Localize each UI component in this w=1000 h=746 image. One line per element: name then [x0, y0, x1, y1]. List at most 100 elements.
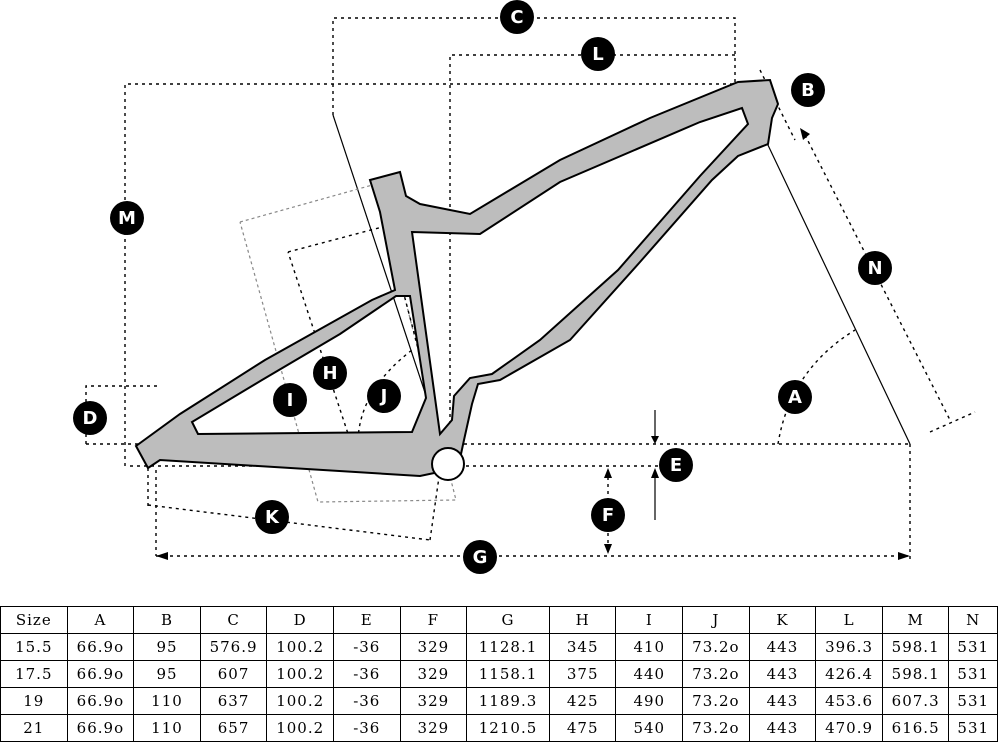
table-cell: 100.2	[266, 714, 334, 742]
table-cell: 95	[133, 660, 201, 688]
table-cell: 345	[548, 633, 617, 661]
geometry-spec-table: Size A B C D E F G H I J K L M N 15.5 66…	[0, 606, 998, 742]
table-cell: 475	[548, 714, 617, 742]
table-cell: 598.1	[881, 633, 950, 661]
badge-D-label: D	[83, 408, 98, 429]
table-row: 19 66.9o 110 637 100.2 -36 329 1189.3 42…	[0, 687, 998, 715]
table-cell: -36	[332, 687, 401, 715]
table-cell: 637	[199, 687, 268, 715]
table-cell: 110	[133, 714, 201, 742]
table-cell: 21	[0, 714, 68, 742]
table-cell: 66.9o	[66, 633, 135, 661]
table-cell: 598.1	[881, 660, 950, 688]
header-cell: C	[199, 606, 268, 634]
table-cell: 531	[948, 714, 998, 742]
table-cell: 443	[748, 714, 817, 742]
badge-C: C	[500, 0, 534, 34]
header-cell: Size	[0, 606, 68, 634]
header-cell: G	[466, 606, 550, 634]
table-cell: 607	[199, 660, 268, 688]
table-cell: 100.2	[266, 687, 334, 715]
badge-H: H	[313, 356, 347, 390]
header-cell: F	[399, 606, 468, 634]
badge-A: A	[778, 380, 812, 414]
table-cell: 607.3	[881, 687, 950, 715]
header-cell: K	[748, 606, 817, 634]
header-cell: I	[615, 606, 684, 634]
table-header-row: Size A B C D E F G H I J K L M N	[0, 606, 998, 634]
table-cell: 329	[399, 633, 468, 661]
table-cell: 1189.3	[466, 687, 550, 715]
table-cell: 73.2o	[682, 687, 750, 715]
badge-J: J	[367, 379, 401, 413]
badge-B-label: B	[801, 80, 815, 101]
badge-E-label: E	[670, 455, 682, 476]
badge-C-label: C	[510, 7, 523, 28]
table-cell: 440	[615, 660, 684, 688]
table-row: 15.5 66.9o 95 576.9 100.2 -36 329 1128.1…	[0, 633, 998, 661]
dimension-lines	[85, 17, 976, 562]
badge-E: E	[659, 448, 693, 482]
table-cell: 73.2o	[682, 660, 750, 688]
badge-B: B	[791, 73, 825, 107]
table-cell: 100.2	[266, 633, 334, 661]
table-cell: 110	[133, 687, 201, 715]
badge-K-label: K	[265, 507, 280, 528]
table-cell: -36	[332, 633, 401, 661]
badge-A-label: A	[788, 387, 802, 408]
header-cell: B	[133, 606, 201, 634]
header-cell: A	[66, 606, 135, 634]
table-row: 21 66.9o 110 657 100.2 -36 329 1210.5 47…	[0, 714, 998, 742]
table-cell: 375	[548, 660, 617, 688]
badge-F-label: F	[602, 505, 614, 526]
badge-J-label: J	[379, 386, 388, 407]
table-cell: 531	[948, 633, 998, 661]
table-cell: 490	[615, 687, 684, 715]
header-cell: M	[881, 606, 950, 634]
badge-G-label: G	[473, 547, 488, 568]
bicycle-frame	[134, 78, 780, 481]
table-cell: 576.9	[199, 633, 268, 661]
table-cell: 66.9o	[66, 687, 135, 715]
badge-M-label: M	[118, 208, 136, 229]
table-cell: 443	[748, 633, 817, 661]
badge-F: F	[591, 498, 625, 532]
table-cell: 1128.1	[466, 633, 550, 661]
badge-K: K	[255, 500, 289, 534]
table-cell: -36	[332, 714, 401, 742]
table-cell: 329	[399, 714, 468, 742]
table-cell: 73.2o	[682, 714, 750, 742]
table-cell: 66.9o	[66, 714, 135, 742]
table-cell: 426.4	[815, 660, 883, 688]
header-cell: D	[266, 606, 334, 634]
table-cell: 329	[399, 660, 468, 688]
header-cell: N	[948, 606, 998, 634]
table-cell: 425	[548, 687, 617, 715]
table-cell: 396.3	[815, 633, 883, 661]
table-cell: 443	[748, 687, 817, 715]
badge-D: D	[73, 401, 107, 435]
table-cell: 470.9	[815, 714, 883, 742]
table-cell: 1210.5	[466, 714, 550, 742]
badge-L: L	[581, 37, 615, 71]
table-cell: 443	[748, 660, 817, 688]
header-cell: E	[332, 606, 401, 634]
table-cell: 540	[615, 714, 684, 742]
table-cell: -36	[332, 660, 401, 688]
badge-M: M	[110, 201, 144, 235]
table-cell: 17.5	[0, 660, 68, 688]
badge-I: I	[273, 383, 307, 417]
badge-G: G	[463, 540, 497, 574]
table-cell: 616.5	[881, 714, 950, 742]
badge-H-label: H	[322, 363, 337, 384]
table-cell: 410	[615, 633, 684, 661]
table-cell: 73.2o	[682, 633, 750, 661]
table-cell: 531	[948, 687, 998, 715]
badge-N-label: N	[867, 258, 882, 279]
table-cell: 19	[0, 687, 68, 715]
table-row: 17.5 66.9o 95 607 100.2 -36 329 1158.1 3…	[0, 660, 998, 688]
table-cell: 531	[948, 660, 998, 688]
table-cell: 66.9o	[66, 660, 135, 688]
badge-L-label: L	[592, 44, 603, 65]
table-cell: 100.2	[266, 660, 334, 688]
